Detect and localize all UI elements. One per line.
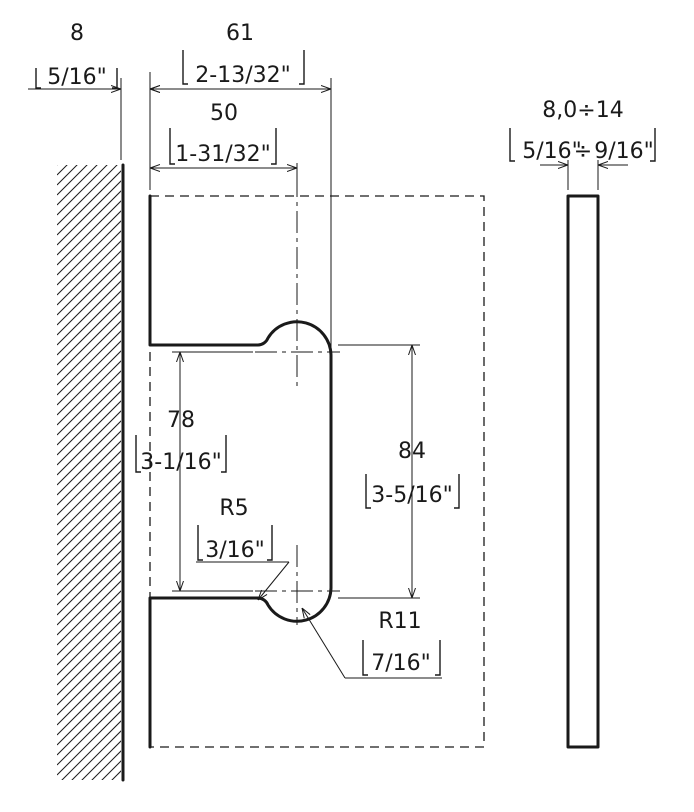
hatch-line <box>57 220 121 286</box>
outer-gap-mm-label: 84 <box>398 439 426 464</box>
glass-panel-outline <box>149 195 485 748</box>
inner-gap-inch-label: 3-1/16" <box>140 450 221 475</box>
hatch-line <box>57 350 121 416</box>
hatch-line <box>57 360 121 426</box>
hatch-line <box>57 777 125 807</box>
hatch-line <box>57 660 121 726</box>
glass-thickness-separator-label: ÷ <box>574 139 592 164</box>
hatch-line <box>111 770 121 780</box>
hatch-line <box>57 540 121 606</box>
hatch-line <box>57 600 121 666</box>
hatch-line <box>57 460 121 526</box>
hatch-line <box>57 290 121 356</box>
hatch-line <box>57 680 121 746</box>
hatch-line <box>57 400 121 466</box>
hatch-line <box>57 210 121 276</box>
hole-depth-mm-label: 50 <box>210 101 238 126</box>
small-radius-inch-label: 3/16" <box>205 538 265 563</box>
hatch-line <box>57 690 121 756</box>
dimension-lines <box>28 89 628 679</box>
hatch-line <box>57 380 121 446</box>
hatch-line <box>57 700 121 766</box>
hatch-line <box>57 310 121 376</box>
large-radius-mm-label: R11 <box>378 609 421 634</box>
hatch-line <box>57 710 121 776</box>
hatch-line <box>57 230 121 296</box>
wall-offset-inch-label: 5/16" <box>47 65 107 90</box>
hatch-line <box>57 560 121 626</box>
hatch-line <box>57 650 121 716</box>
hatch-line <box>57 580 121 646</box>
hatch-line <box>101 760 121 780</box>
wall <box>57 163 125 807</box>
wall-offset-mm-label: 8 <box>70 21 84 46</box>
hatch-line <box>61 720 121 780</box>
hatch-line <box>57 390 121 456</box>
hatch-line <box>57 190 121 256</box>
hatch-line <box>57 320 121 386</box>
hatch-line <box>57 270 121 336</box>
outer-gap-inch-label: 3-5/16" <box>371 483 452 508</box>
hatch-line <box>57 610 121 676</box>
wall-hatching <box>57 165 125 807</box>
hatch-line <box>57 260 121 326</box>
hatch-line <box>57 490 121 556</box>
hatch-line <box>81 740 121 780</box>
hatch-line <box>57 520 121 586</box>
glass-thickness-inch-left-label: 5/16" <box>522 139 582 164</box>
inner-gap-mm-label: 78 <box>167 408 195 433</box>
hatch-line <box>57 500 121 566</box>
glass-side-view <box>566 194 600 749</box>
hole-depth-inch-label: 1-31/32" <box>175 142 270 167</box>
hatch-line <box>57 450 121 516</box>
hatch-line <box>57 480 121 546</box>
hinge-plate-profile <box>148 194 333 749</box>
hatch-line <box>57 640 121 706</box>
hatch-line <box>57 170 121 236</box>
hatch-line <box>57 180 121 246</box>
hatch-line <box>57 200 121 266</box>
hatch-line <box>57 670 121 736</box>
hatch-line <box>57 590 121 656</box>
large-radius-inch-label: 7/16" <box>371 651 431 676</box>
hatch-line <box>57 510 121 576</box>
hatch-line <box>57 370 121 436</box>
hatch-line <box>57 410 121 476</box>
hatch-line <box>57 630 121 696</box>
hatch-line <box>57 165 68 176</box>
hatch-line <box>57 165 58 166</box>
small-radius-mm-label: R5 <box>219 496 248 521</box>
hatch-line <box>57 280 121 346</box>
hatch-line <box>57 420 121 486</box>
hatch-line <box>57 165 78 186</box>
hatch-line <box>57 440 121 506</box>
hatch-line <box>57 550 121 616</box>
hinge-depth-mm-label: 61 <box>226 21 254 46</box>
hatch-line <box>57 165 108 216</box>
hatch-line <box>57 165 88 196</box>
hatch-line <box>57 570 121 636</box>
glass-thickness-mm-label: 8,0÷14 <box>542 98 623 123</box>
hatch-line <box>57 330 121 396</box>
hatch-line <box>91 750 121 780</box>
hatch-line <box>57 165 118 226</box>
center-lines <box>255 175 340 625</box>
bracket-marks <box>35 50 656 676</box>
glass-thickness-inch-right-label: 9/16" <box>594 139 654 164</box>
hatch-line <box>57 470 121 536</box>
hatch-line <box>57 250 121 316</box>
hinge-depth-inch-label: 2-13/32" <box>195 63 290 88</box>
hatch-line <box>57 620 121 686</box>
hatch-line <box>57 240 121 306</box>
hatch-line <box>71 730 121 780</box>
hatch-line <box>57 340 121 406</box>
hatch-line <box>57 165 98 206</box>
hatch-line <box>57 530 121 596</box>
hatch-line <box>57 430 121 496</box>
hatch-line <box>57 300 121 366</box>
